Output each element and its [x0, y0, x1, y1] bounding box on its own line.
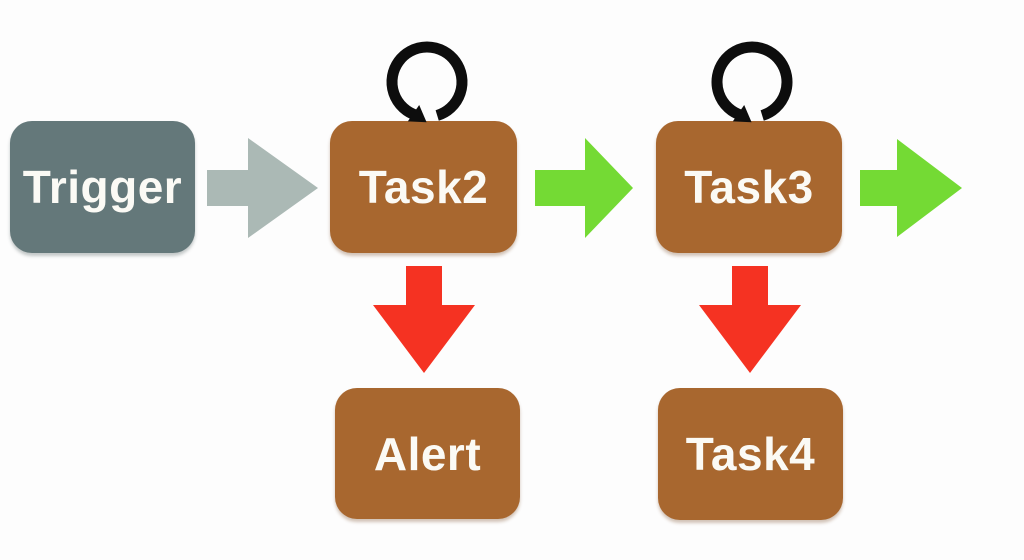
node-task2-label: Task2 — [358, 161, 489, 213]
red-arrow-shape — [373, 266, 475, 373]
green-arrow-shape — [860, 139, 962, 237]
node-task3-label: Task3 — [684, 161, 814, 213]
arrow-task2-to-task3 — [535, 138, 633, 238]
node-trigger: Trigger — [10, 121, 195, 253]
node-task2: Task2 — [330, 121, 517, 253]
arrow-task3-to-next — [860, 139, 962, 237]
node-alert-label: Alert — [373, 427, 482, 480]
self-loop-icon-task2 — [386, 41, 468, 123]
red-arrow-shape — [699, 266, 801, 373]
self-loop-arc — [386, 41, 468, 121]
arrow-task3-to-task4 — [699, 266, 801, 373]
self-loop-arrowhead — [732, 105, 752, 123]
node-trigger-label: Trigger — [22, 161, 183, 213]
node-task4: Task4 — [658, 388, 843, 520]
self-loop-arc — [711, 41, 793, 121]
gray-arrow-shape — [207, 138, 318, 238]
node-task3: Task3 — [656, 121, 842, 253]
self-loop-arrowhead — [407, 105, 427, 123]
node-alert: Alert — [335, 388, 520, 519]
green-arrow-shape — [535, 138, 633, 238]
node-task4-label: Task4 — [685, 428, 816, 480]
self-loop-icon-task3 — [711, 41, 793, 123]
arrow-task2-to-alert — [373, 266, 475, 373]
arrow-trigger-to-task2 — [207, 138, 318, 238]
